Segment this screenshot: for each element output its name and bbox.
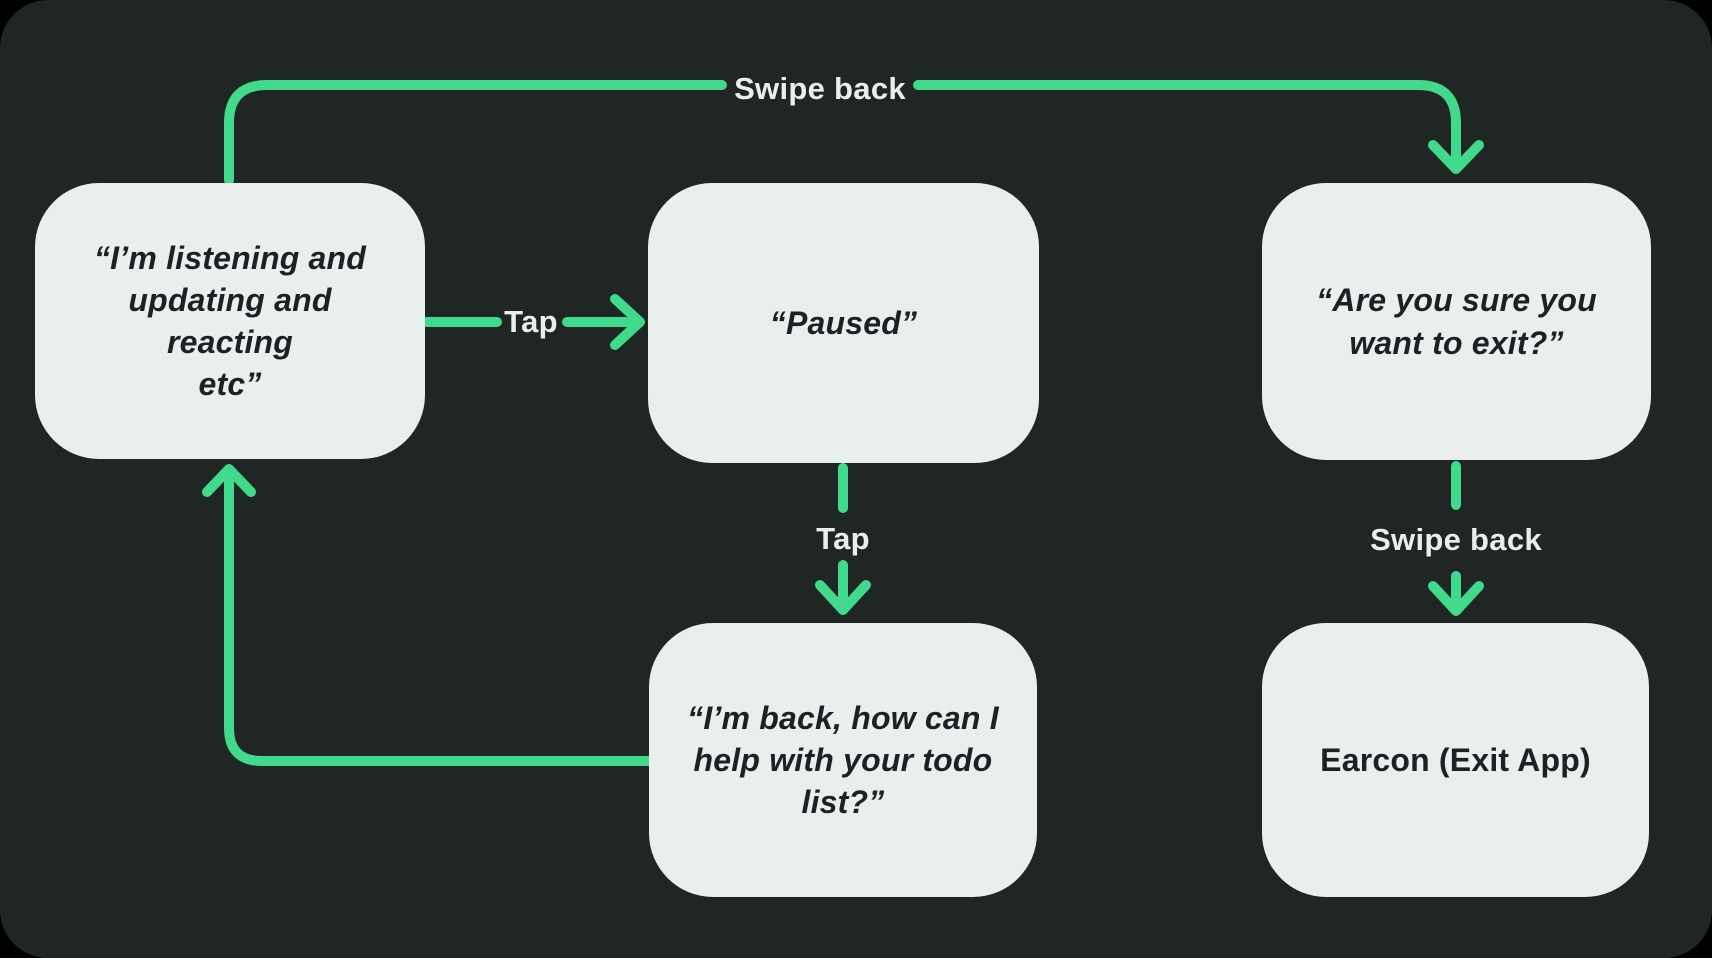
node-listening-text: “I’m listening and updating and reacting…: [93, 239, 367, 403]
connector-swipe-back-top-right: [913, 80, 1461, 170]
edge-label-swipe-back-vertical: Swipe back: [1370, 522, 1542, 557]
edge-label-tap-horizontal: Tap: [504, 304, 558, 339]
connector-return-loop: [224, 469, 654, 766]
node-exit-confirm-text: “Are you sure you want to exit?”: [1316, 282, 1597, 361]
edge-label-swipe-back-top: Swipe back: [734, 71, 906, 106]
node-back-text: “I’m back, how can I help with your todo…: [687, 699, 999, 821]
arrowhead-down-into-back: [815, 580, 871, 615]
arrowhead-up-into-listening: [202, 464, 256, 497]
node-paused-text: “Paused”: [769, 304, 918, 341]
node-earcon-exit-app: Earcon (Exit App): [1262, 623, 1649, 897]
arrowhead-down-into-exit-confirm: [1428, 140, 1484, 174]
node-listening: “I’m listening and updating and reacting…: [35, 183, 425, 459]
node-back: “I’m back, how can I help with your todo…: [649, 623, 1037, 897]
edge-label-tap-vertical: Tap: [816, 521, 870, 556]
connector-swipe-back-top-left: [224, 80, 727, 185]
node-earcon-text: Earcon (Exit App): [1320, 741, 1591, 778]
arrowhead-right-into-paused: [610, 294, 645, 350]
arrowhead-down-into-earcon: [1428, 581, 1484, 616]
node-paused: “Paused”: [648, 183, 1039, 463]
node-exit-confirm: “Are you sure you want to exit?”: [1262, 183, 1651, 460]
